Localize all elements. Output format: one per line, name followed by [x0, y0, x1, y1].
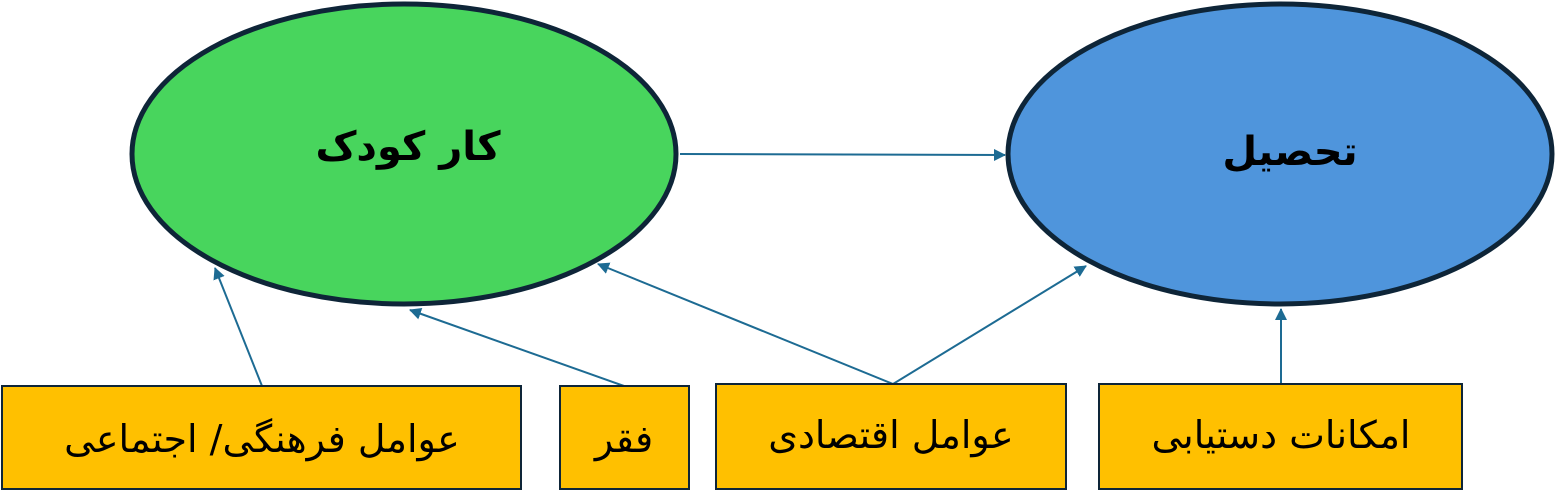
factor-label-access: امکانات دستیابی — [1151, 413, 1410, 457]
factor-label-economic: عوامل اقتصادی — [768, 413, 1013, 458]
factor-box-cultural-social — [1, 385, 522, 490]
arrow-child-labor-to-education — [679, 148, 1006, 161]
arrow-cultural-to-child-labor — [213, 267, 263, 387]
factor-label-poverty: فقر — [593, 417, 653, 462]
arrow-poverty-to-child-labor — [409, 308, 625, 387]
factor-box-access — [1098, 383, 1463, 490]
arrows — [213, 148, 1287, 387]
arrow-economic-to-education — [892, 265, 1087, 385]
factor-box-economic — [715, 383, 1067, 490]
arrow-economic-to-child-labor — [597, 262, 894, 385]
education-label: تحصیل — [1222, 129, 1357, 175]
factor-box-poverty — [559, 385, 690, 490]
factor-label-cultural-social: عوامل فرهنگی/ اجتماعی — [64, 417, 460, 462]
child-labor-label: کار کودک — [315, 124, 501, 170]
education-node — [1005, 1, 1555, 307]
child-labor-node — [129, 1, 679, 307]
